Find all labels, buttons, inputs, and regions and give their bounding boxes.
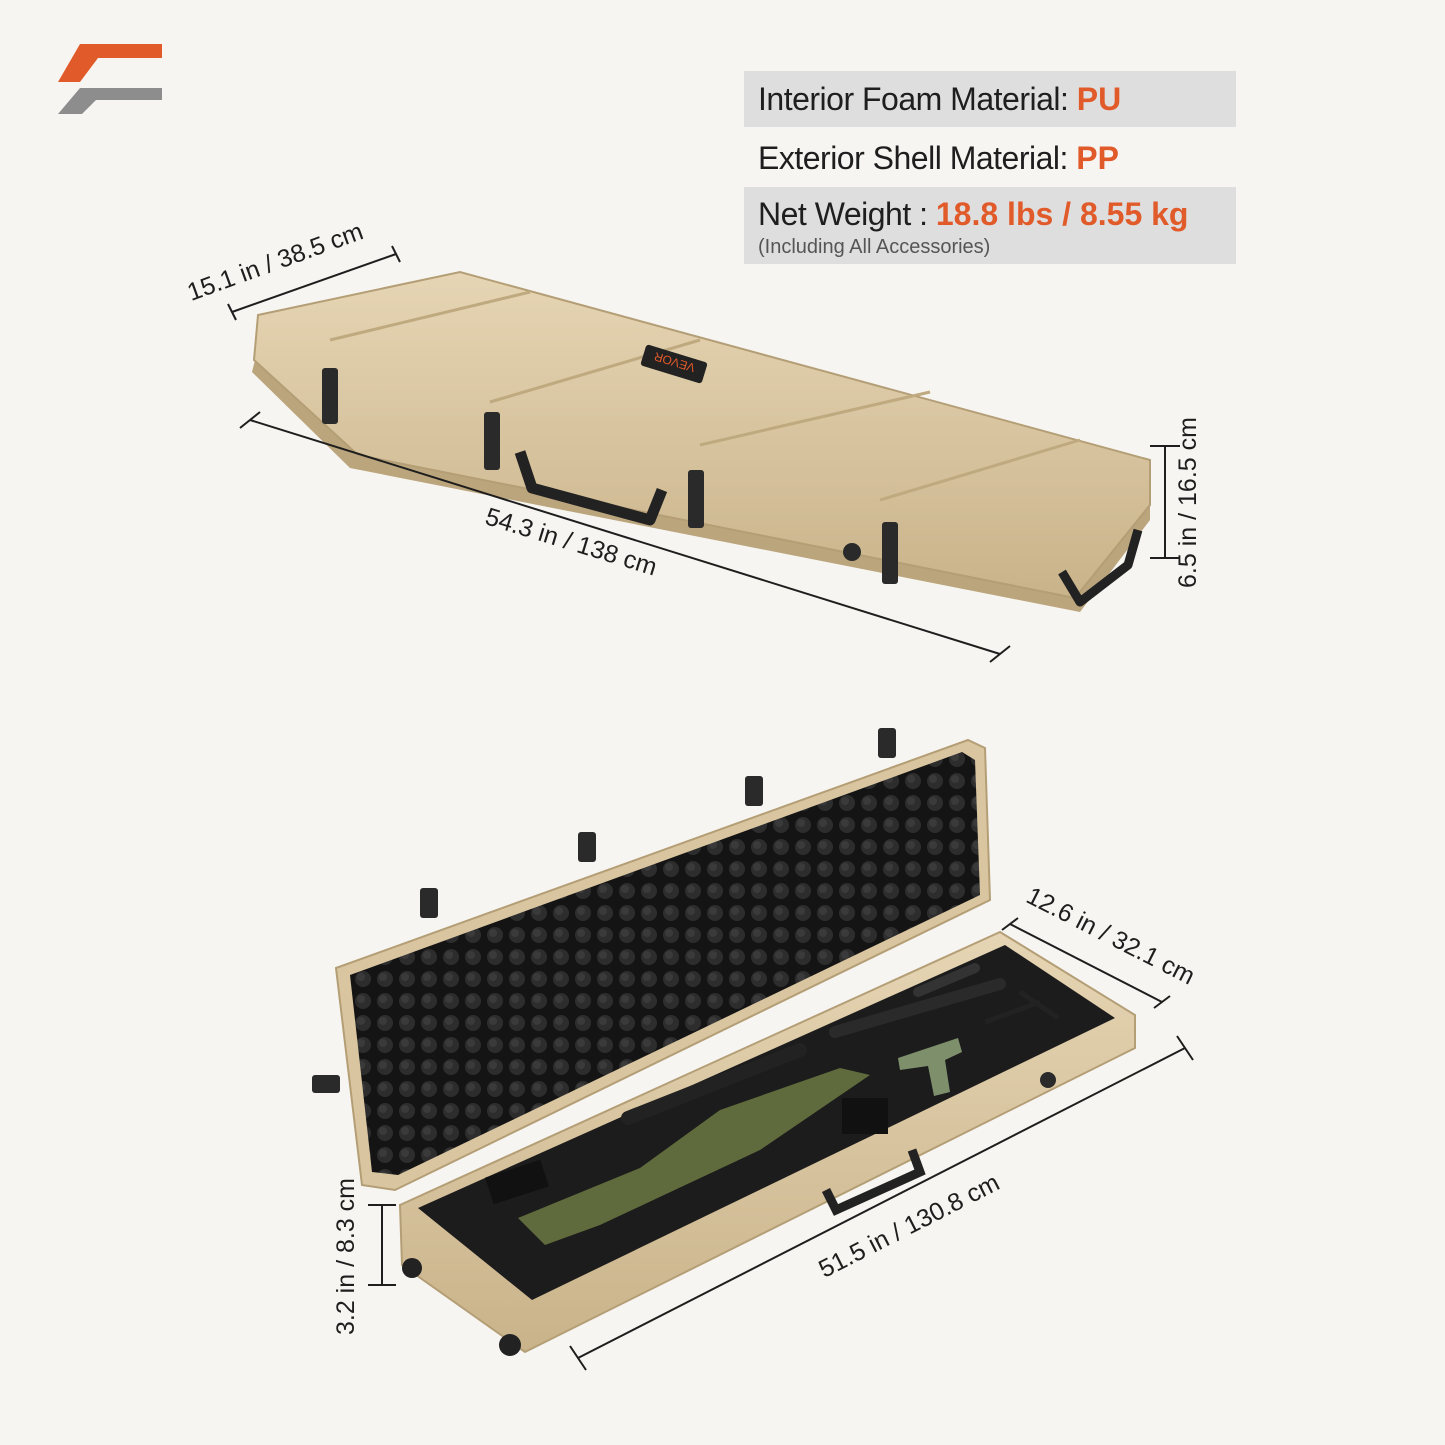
vevor-badge	[640, 344, 708, 384]
spec-label: Exterior Shell Material:	[758, 140, 1077, 176]
logo-bottom-stripe	[58, 88, 162, 114]
rifle-stock	[518, 1068, 870, 1245]
magazine-pouch	[842, 1098, 888, 1134]
spec-value: PU	[1076, 81, 1122, 117]
lid-latch	[878, 728, 896, 758]
wheel	[499, 1334, 521, 1356]
spec-net-weight: Net Weight : 18.8 lbs / 8.55 kg (Includi…	[744, 187, 1236, 264]
wheel	[402, 1258, 422, 1278]
open-case-handle	[821, 1148, 926, 1216]
bipod	[984, 989, 1060, 1025]
dim-line-length-closed	[249, 419, 1001, 655]
lid-rib	[699, 390, 931, 447]
magazine-pouch	[485, 1159, 549, 1205]
lid-foam	[350, 752, 980, 1175]
end-handle	[1058, 528, 1143, 607]
logo-top-stripe	[58, 44, 162, 82]
spec-label: Interior Foam Material:	[758, 81, 1077, 117]
lid-latch	[578, 832, 596, 862]
dim-line-width-open	[1009, 923, 1163, 1003]
closed-case-lid	[252, 270, 1151, 600]
latch	[322, 368, 338, 424]
open-case	[312, 728, 1136, 1356]
pressure-valve	[1040, 1072, 1056, 1088]
spec-value: PP	[1076, 140, 1119, 176]
dim-line-width-closed	[231, 253, 397, 313]
spec-note: (Including All Accessories)	[758, 236, 991, 258]
spec-label: Net Weight :	[758, 196, 936, 232]
side-latch	[312, 1075, 340, 1093]
rifle-barrel	[829, 978, 1006, 1038]
rifle-scope	[621, 1043, 807, 1125]
dim-line-length-open	[577, 1047, 1186, 1359]
brand-logo	[58, 44, 162, 114]
pressure-valve	[843, 543, 861, 561]
spec-value: 18.8 lbs / 8.55 kg	[935, 196, 1189, 232]
closed-case: VEVOR	[252, 270, 1151, 612]
dim-label-closed-height: 6.5 in / 16.5 cm	[1173, 417, 1202, 588]
spare-barrel	[913, 963, 980, 997]
lid-rib	[329, 290, 531, 342]
spec-foam-material: Interior Foam Material: PU	[744, 71, 1236, 127]
lid-latch	[745, 776, 763, 806]
pistol	[898, 1038, 962, 1096]
lid-rib	[879, 438, 1081, 502]
latch	[484, 412, 500, 470]
latch	[688, 470, 704, 528]
dimension-lines	[227, 245, 1194, 1371]
lid-latch	[420, 888, 438, 918]
dim-label-open-depth: 3.2 in / 8.3 cm	[332, 1177, 361, 1336]
spec-shell-material: Exterior Shell Material: PP	[744, 130, 1236, 186]
carry-handle	[514, 450, 668, 526]
latch	[882, 522, 898, 584]
